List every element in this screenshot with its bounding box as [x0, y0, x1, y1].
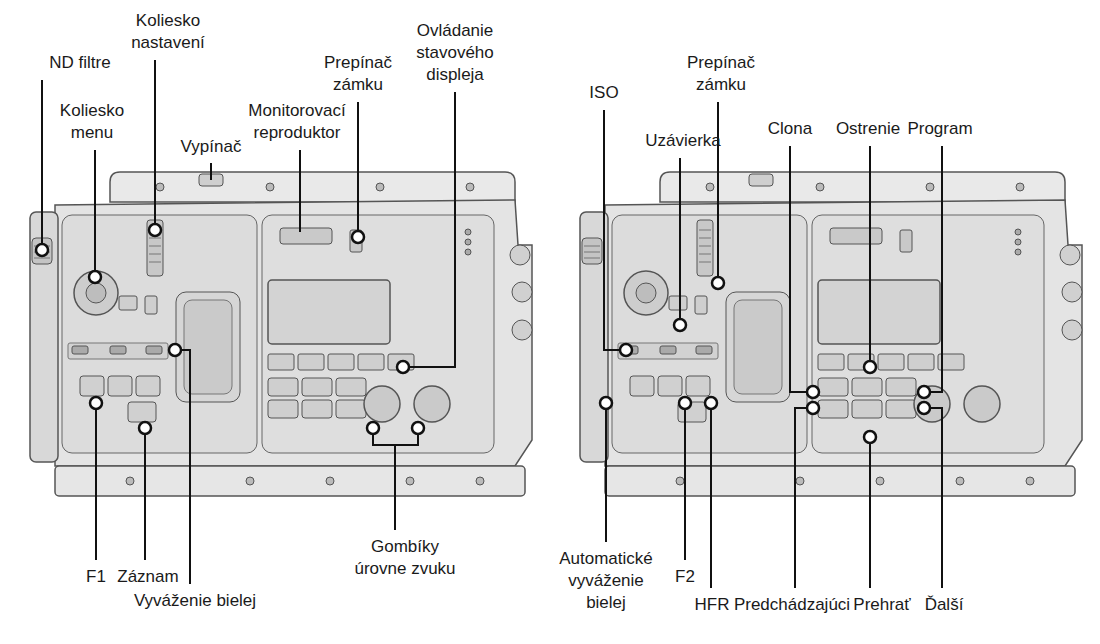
illustration-polyline [144, 434, 146, 560]
callout-label: Automatické vyváženie bielej [549, 548, 664, 614]
callout-label: ND filtre [20, 52, 140, 74]
callout-label: F1 [66, 566, 126, 588]
callout-label: HFR [690, 594, 734, 616]
illustration-circle [367, 422, 379, 434]
callout-label: Prepínač zámku [316, 52, 401, 96]
illustration-circle [918, 402, 930, 414]
illustration-circle [705, 397, 717, 409]
illustration-circle [412, 422, 424, 434]
callout-label: Záznam [103, 566, 193, 588]
illustration-polyline [684, 409, 686, 560]
illustration-polyline [373, 434, 418, 445]
illustration-circle [807, 402, 819, 414]
illustration-circle [90, 397, 102, 409]
callout-dots [36, 224, 930, 443]
callout-label: Uzávierka [628, 130, 738, 152]
illustration-polyline [394, 445, 396, 530]
callout-label: Koliesko nastavení [123, 10, 213, 54]
illustration-circle [864, 361, 876, 373]
illustration-polyline [710, 409, 712, 588]
illustration-circle [679, 397, 691, 409]
illustration-circle [169, 344, 181, 356]
illustration-polyline [41, 80, 43, 244]
callout-label: Koliesko menu [52, 100, 132, 144]
illustration-polyline [154, 60, 156, 224]
callout-label: Ostrenie [823, 118, 913, 140]
illustration-polyline [717, 102, 719, 277]
illustration-circle [918, 386, 930, 398]
illustration-polyline [357, 102, 359, 231]
illustration-polyline [95, 409, 97, 560]
illustration-circle [864, 431, 876, 443]
illustration-polyline [930, 408, 942, 588]
leader-lines [42, 60, 942, 588]
illustration-polyline [604, 110, 620, 350]
illustration-polyline [790, 146, 807, 392]
callout-label: Prepínač zámku [679, 52, 764, 96]
callout-label: Vyváženie bielej [110, 590, 280, 612]
illustration-circle [139, 422, 151, 434]
illustration-circle [89, 271, 101, 283]
illustration-polyline [210, 163, 212, 180]
callout-label: Monitorovací reproduktor [240, 100, 355, 144]
illustration-circle [712, 277, 724, 289]
callout-label: Ovládanie stavového displeja [400, 20, 510, 86]
callout-label: Program [895, 118, 985, 140]
illustration-circle [149, 224, 161, 236]
illustration-circle [620, 344, 632, 356]
illustration-circle [36, 244, 48, 256]
callout-label: Clona [750, 118, 830, 140]
illustration-polyline [869, 146, 871, 361]
callout-label: Gombíky úrovne zvuku [349, 536, 461, 580]
camera-right [580, 172, 1082, 496]
illustration-polyline [795, 408, 807, 588]
illustration-circle [674, 319, 686, 331]
illustration-polyline [181, 350, 190, 584]
illustration-polyline [930, 146, 942, 392]
camera-left [30, 172, 532, 496]
illustration-polyline [869, 443, 871, 588]
callout-label: F2 [655, 566, 715, 588]
callout-label: Predchádzajúci [730, 594, 854, 616]
illustration-polyline [299, 150, 301, 232]
illustration-polyline [409, 92, 455, 367]
illustration-polyline [605, 409, 607, 542]
callout-label: Prehrať [850, 594, 914, 616]
callout-label: ISO [574, 82, 634, 104]
illustration-circle [397, 361, 409, 373]
callout-label: Ďalší [916, 594, 972, 616]
illustration-polyline [94, 150, 96, 271]
illustration-polyline [679, 158, 681, 319]
illustration-circle [600, 397, 612, 409]
illustration-circle [352, 231, 364, 243]
callout-label: Vypínač [161, 136, 261, 158]
illustration-circle [807, 386, 819, 398]
